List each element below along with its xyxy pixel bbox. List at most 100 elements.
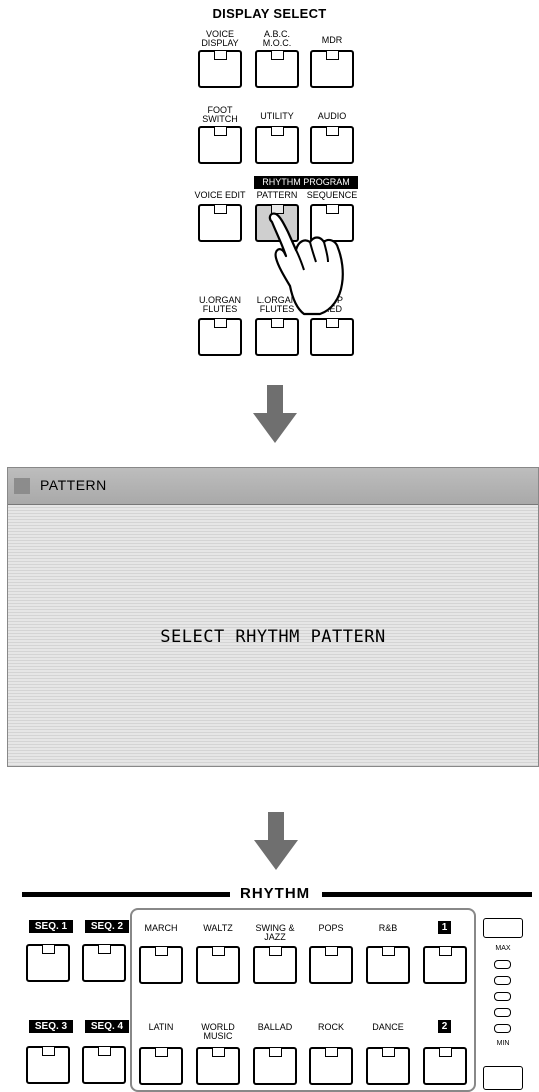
led-indicator	[269, 947, 282, 956]
led-indicator	[382, 1048, 395, 1057]
rhythm-title: RHYTHM	[240, 885, 311, 902]
led-indicator	[42, 1047, 55, 1056]
voice-edit-button[interactable]	[198, 204, 242, 242]
speed-button[interactable]	[310, 318, 354, 356]
led-indicator	[325, 1048, 338, 1057]
bank-2-button[interactable]	[423, 1047, 467, 1085]
led-indicator	[326, 319, 339, 328]
sequence-label: SEQUENCE	[306, 190, 358, 200]
volume-led	[494, 960, 511, 969]
seq2-button[interactable]	[82, 944, 126, 982]
abc-moc-button[interactable]	[255, 50, 299, 88]
led-indicator	[271, 127, 284, 136]
seq1-label: SEQ. 1	[29, 920, 73, 933]
latin-button[interactable]	[139, 1047, 183, 1085]
rock-button[interactable]	[309, 1047, 353, 1085]
world-music-button[interactable]	[196, 1047, 240, 1085]
led-indicator	[382, 947, 395, 956]
led-indicator	[271, 205, 284, 214]
rhythm-program-label: RHYTHM PROGRAM	[254, 176, 358, 189]
screen-title: PATTERN	[40, 477, 107, 493]
volume-up-button[interactable]	[483, 918, 523, 938]
volume-led	[494, 1008, 511, 1017]
rhythm-header-line-right	[322, 892, 532, 897]
led-indicator	[439, 1048, 452, 1057]
seq3-button[interactable]	[26, 1046, 70, 1084]
led-indicator	[271, 319, 284, 328]
u-organ-flutes-button[interactable]	[198, 318, 242, 356]
latin-label: LATIN	[148, 1022, 174, 1032]
dance-label: DANCE	[372, 1022, 404, 1032]
seq1-button[interactable]	[26, 944, 70, 982]
led-indicator	[269, 1048, 282, 1057]
rhythm-header-line-left	[22, 892, 230, 897]
swing-jazz-button[interactable]	[253, 946, 297, 984]
bank-1-button[interactable]	[423, 946, 467, 984]
world-music-label: WORLD MUSIC	[201, 1022, 235, 1041]
led-indicator	[98, 1047, 111, 1056]
volume-min-label: MIN	[496, 1040, 510, 1047]
voice-edit-label: VOICE EDIT	[194, 190, 246, 200]
mdr-label: MDR	[321, 35, 343, 45]
rnb-button[interactable]	[366, 946, 410, 984]
display-select-title: DISPLAY SELECT	[212, 6, 327, 21]
seq4-button[interactable]	[82, 1046, 126, 1084]
voice-display-label: VOICE DISPLAY	[201, 29, 239, 48]
led-indicator	[42, 945, 55, 954]
audio-label: AUDIO	[317, 111, 347, 121]
dance-button[interactable]	[366, 1047, 410, 1085]
rock-label: ROCK	[317, 1022, 344, 1032]
march-button[interactable]	[139, 946, 183, 984]
audio-button[interactable]	[310, 126, 354, 164]
swing-jazz-label: SWING & JAZZ	[255, 923, 295, 942]
l-organ-flutes-label: L.ORGAN FLUTES	[256, 295, 298, 314]
utility-label: UTILITY	[260, 111, 294, 121]
ballad-label: BALLAD	[257, 1022, 293, 1032]
seq3-label: SEQ. 3	[29, 1020, 73, 1033]
led-indicator	[326, 127, 339, 136]
led-indicator	[155, 947, 168, 956]
screen-body: SELECT RHYTHM PATTERN	[8, 505, 538, 766]
march-label: MARCH	[144, 923, 178, 933]
led-indicator	[212, 947, 225, 956]
led-indicator	[98, 945, 111, 954]
foot-switch-label: FOOT SWITCH	[202, 105, 238, 124]
lcd-screen: PATTERN SELECT RHYTHM PATTERN	[7, 467, 539, 767]
led-indicator	[214, 127, 227, 136]
volume-max-label: MAX	[495, 945, 511, 952]
pops-label: POPS	[318, 923, 344, 933]
screen-header: PATTERN	[8, 468, 538, 505]
led-indicator	[326, 205, 339, 214]
led-indicator	[326, 51, 339, 60]
mdr-button[interactable]	[310, 50, 354, 88]
utility-button[interactable]	[255, 126, 299, 164]
led-indicator	[155, 1048, 168, 1057]
volume-down-button[interactable]	[483, 1066, 523, 1090]
pops-button[interactable]	[309, 946, 353, 984]
led-indicator	[439, 947, 452, 956]
screen-message: SELECT RHYTHM PATTERN	[160, 627, 386, 647]
ballad-button[interactable]	[253, 1047, 297, 1085]
seq4-label: SEQ. 4	[85, 1020, 129, 1033]
pointing-hand-icon	[268, 212, 344, 316]
rnb-label: R&B	[378, 923, 398, 933]
led-indicator	[214, 319, 227, 328]
voice-display-button[interactable]	[198, 50, 242, 88]
volume-led	[494, 992, 511, 1001]
volume-led	[494, 976, 511, 985]
bank-2-badge: 2	[438, 1020, 451, 1033]
l-organ-flutes-button[interactable]	[255, 318, 299, 356]
rhythm-style-group	[130, 908, 476, 1092]
foot-switch-button[interactable]	[198, 126, 242, 164]
led-indicator	[214, 205, 227, 214]
led-indicator	[212, 1048, 225, 1057]
down-arrow-icon	[253, 385, 297, 443]
led-indicator	[325, 947, 338, 956]
led-indicator	[214, 51, 227, 60]
u-organ-flutes-label: U.ORGAN FLUTES	[198, 295, 241, 314]
seq2-label: SEQ. 2	[85, 920, 129, 933]
volume-led	[494, 1024, 511, 1033]
screen-header-icon	[14, 478, 30, 494]
waltz-button[interactable]	[196, 946, 240, 984]
bank-1-badge: 1	[438, 921, 451, 934]
